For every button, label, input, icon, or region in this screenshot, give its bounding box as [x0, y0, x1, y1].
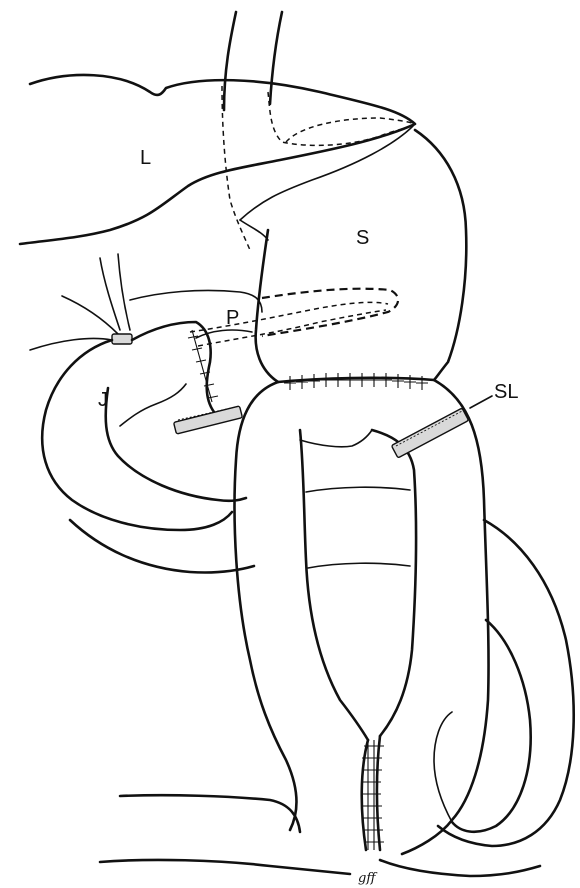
sl-leader-line: [470, 396, 492, 408]
label-pancreas: P: [226, 307, 239, 329]
stomach-outline: [415, 130, 466, 380]
jejunum-fold: [120, 384, 186, 426]
label-liver: L: [140, 147, 151, 169]
stomach-left-edge: [256, 230, 278, 382]
afferent-limb-right: [300, 430, 368, 740]
pancreatic-duct-hidden-1: [190, 302, 388, 332]
liver-hidden-contour-2: [268, 92, 415, 145]
jejunum-limb-inner: [106, 388, 246, 501]
jejunum-to-midline: [70, 520, 254, 573]
pancreas-upper-edge: [130, 290, 262, 312]
bottom-right-limb: [380, 860, 540, 876]
roux-loop-outer: [438, 520, 574, 846]
jejunojejunostomy-left: [362, 740, 368, 850]
afferent-limb-fold-1: [300, 430, 372, 447]
bottom-left-limb-2: [100, 860, 350, 874]
bile-duct-anastomosis: [112, 334, 132, 344]
gastrojejunostomy-sutures: [284, 373, 428, 390]
afferent-limb-left: [235, 382, 297, 830]
esophagus-left-wall: [224, 12, 236, 110]
artist-signature: gff: [358, 871, 378, 886]
pancreaticojejunostomy-stapled: [174, 406, 243, 434]
afferent-limb-band-2: [308, 563, 410, 568]
jejunojejunostomy-right: [377, 736, 380, 850]
liver-hidden-contour-3: [286, 118, 415, 142]
left-vessel-1: [100, 258, 120, 330]
pancreatic-suture-line: [188, 330, 218, 402]
efferent-limb-inner: [372, 430, 416, 736]
bottom-left-limb: [120, 795, 300, 832]
liver-lower-edge: [240, 124, 415, 220]
esophagus-right-wall: [270, 12, 282, 104]
staple-line-sl: [391, 408, 468, 458]
roux-loop-fold: [434, 712, 452, 822]
label-stapled-line: SL: [494, 381, 518, 403]
label-jejunum: J: [98, 389, 108, 411]
left-vessel-2: [118, 254, 130, 330]
afferent-limb-band-1: [306, 487, 410, 492]
left-vessel-3: [62, 296, 118, 334]
liver-outline: [20, 75, 415, 244]
jejunum-outer-loop: [42, 340, 232, 530]
label-stomach: S: [356, 227, 369, 249]
pancreas-tail-hidden: [262, 289, 398, 336]
roux-loop-inner: [452, 620, 531, 832]
